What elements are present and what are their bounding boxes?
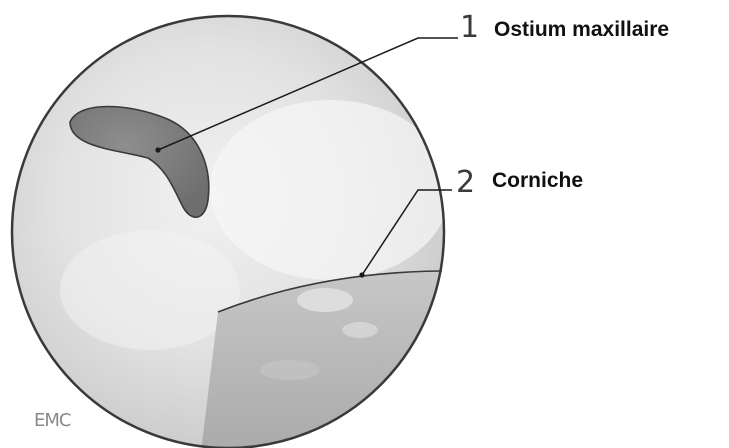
light-reflection	[260, 360, 320, 380]
leader-dot-2	[359, 272, 364, 277]
light-reflection	[342, 322, 378, 338]
leader-dot-1	[155, 147, 160, 152]
label-number-2: 2	[456, 165, 475, 200]
label-number-1: 1	[460, 10, 479, 45]
light-reflection	[297, 288, 353, 312]
label-text-corniche: Corniche	[492, 169, 583, 192]
light-reflection	[60, 230, 240, 350]
label-text-ostium-maxillaire: Ostium maxillaire	[494, 18, 669, 41]
emc-watermark: EMC	[34, 410, 71, 431]
light-reflection	[210, 100, 450, 280]
